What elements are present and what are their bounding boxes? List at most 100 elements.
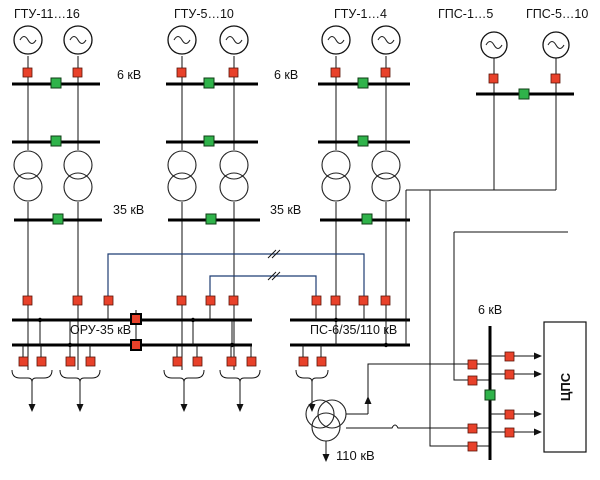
group-gps (476, 31, 574, 190)
label-6kv-cps: 6 кВ (478, 303, 502, 317)
label-cps: ЦПС (558, 372, 573, 401)
label-gtu-11-16: ГТУ-11…16 (14, 7, 80, 21)
breaker-icon[interactable] (358, 295, 369, 306)
breaker-icon[interactable] (361, 213, 373, 225)
breaker-icon[interactable] (316, 356, 327, 367)
generator-icon (542, 31, 570, 59)
breaker-icon[interactable] (176, 295, 187, 306)
arrow-right-icon (534, 428, 542, 436)
generator-icon (371, 25, 401, 55)
sectional-breaker-icon[interactable] (130, 313, 142, 325)
breaker-icon[interactable] (357, 135, 369, 147)
label-6kv-left: 6 кВ (117, 68, 141, 82)
generator-icon (219, 25, 249, 55)
breaker-icon[interactable] (72, 67, 83, 78)
transformer-icon (321, 150, 351, 202)
breaker-icon[interactable] (18, 356, 29, 367)
junction (190, 317, 196, 323)
transformer-icon (219, 150, 249, 202)
breaker-icon[interactable] (357, 77, 369, 89)
label-gtu-1-4: ГТУ-1…4 (334, 7, 387, 21)
transformer-icon (63, 150, 93, 202)
breaker-icon[interactable] (467, 423, 478, 434)
arrow-down-icon (322, 454, 330, 462)
breaker-icon[interactable] (504, 351, 515, 362)
arrow-down-icon (308, 382, 316, 412)
arrow-down-icon (236, 382, 244, 412)
breaker-icon[interactable] (36, 356, 47, 367)
junction (229, 342, 235, 348)
substation-6-35-110kv (290, 295, 410, 412)
arrow-right-icon (534, 410, 542, 418)
junction (383, 342, 389, 348)
arrow-down-icon (28, 382, 36, 412)
breaker-icon[interactable] (330, 295, 341, 306)
tie-lines-35kv (107, 249, 365, 298)
breaker-icon[interactable] (65, 356, 76, 367)
group-gtu-11-16 (12, 25, 102, 370)
breaker-icon[interactable] (467, 375, 478, 386)
breaker-icon[interactable] (504, 427, 515, 438)
junction (37, 317, 43, 323)
breaker-icon[interactable] (103, 295, 114, 306)
label-6kv-middle: 6 кВ (274, 68, 298, 82)
breaker-icon[interactable] (22, 67, 33, 78)
cps-box[interactable]: ЦПС (543, 321, 587, 453)
breaker-icon[interactable] (176, 67, 187, 78)
oru-feeders (11, 345, 261, 412)
breaker-icon[interactable] (226, 356, 237, 367)
junction (333, 317, 339, 323)
sectional-breaker-icon[interactable] (130, 339, 142, 351)
transformer-icon (13, 150, 43, 202)
transformer-icon (167, 150, 197, 202)
breaker-icon[interactable] (467, 441, 478, 452)
arrow-right-icon (534, 370, 542, 378)
cps-connections (346, 162, 568, 452)
label-110kv: 110 кВ (336, 448, 375, 463)
generator-icon (13, 25, 43, 55)
breaker-icon[interactable] (380, 67, 391, 78)
breaker-icon[interactable] (518, 88, 530, 100)
breaker-icon[interactable] (85, 356, 96, 367)
breaker-icon[interactable] (504, 369, 515, 380)
breaker-icon[interactable] (203, 77, 215, 89)
breaker-icon[interactable] (172, 356, 183, 367)
label-gps-1-5: ГПС-1…5 (438, 7, 493, 21)
transformer-icon (371, 150, 401, 202)
label-35kv-left: 35 кВ (113, 203, 144, 217)
breaker-icon[interactable] (246, 356, 257, 367)
breaker-icon[interactable] (192, 356, 203, 367)
breaker-icon[interactable] (311, 295, 322, 306)
label-gtu-5-10: ГТУ-5…10 (174, 7, 234, 21)
breaker-icon[interactable] (228, 295, 239, 306)
breaker-icon[interactable] (205, 213, 217, 225)
breaker-icon[interactable] (50, 135, 62, 147)
breaker-icon[interactable] (50, 77, 62, 89)
group-gtu-5-10 (166, 25, 260, 370)
label-substation: ПС-6/35/110 кВ (310, 323, 397, 337)
breaker-icon[interactable] (205, 295, 216, 306)
breaker-icon[interactable] (467, 359, 478, 370)
breaker-icon[interactable] (72, 295, 83, 306)
breaker-icon[interactable] (550, 73, 561, 84)
breaker-icon[interactable] (504, 409, 515, 420)
breaker-icon[interactable] (203, 135, 215, 147)
breaker-icon[interactable] (330, 67, 341, 78)
generator-icon (321, 25, 351, 55)
breaker-icon[interactable] (52, 213, 64, 225)
breaker-icon[interactable] (228, 67, 239, 78)
cps-feeders (490, 351, 542, 438)
breaker-icon[interactable] (298, 356, 309, 367)
arrow-down-icon (180, 382, 188, 412)
generator-icon (63, 25, 93, 55)
label-35kv-middle: 35 кВ (270, 203, 301, 217)
breaker-icon[interactable] (380, 295, 391, 306)
arrow-down-icon (76, 382, 84, 412)
label-gps-5-10: ГПС-5…10 (526, 7, 588, 21)
label-oru-35kv: ОРУ-35 кВ (70, 323, 131, 337)
breaker-icon[interactable] (22, 295, 33, 306)
breaker-icon[interactable] (488, 73, 499, 84)
breaker-icon[interactable] (484, 389, 496, 401)
arrow-up-icon (364, 396, 372, 404)
